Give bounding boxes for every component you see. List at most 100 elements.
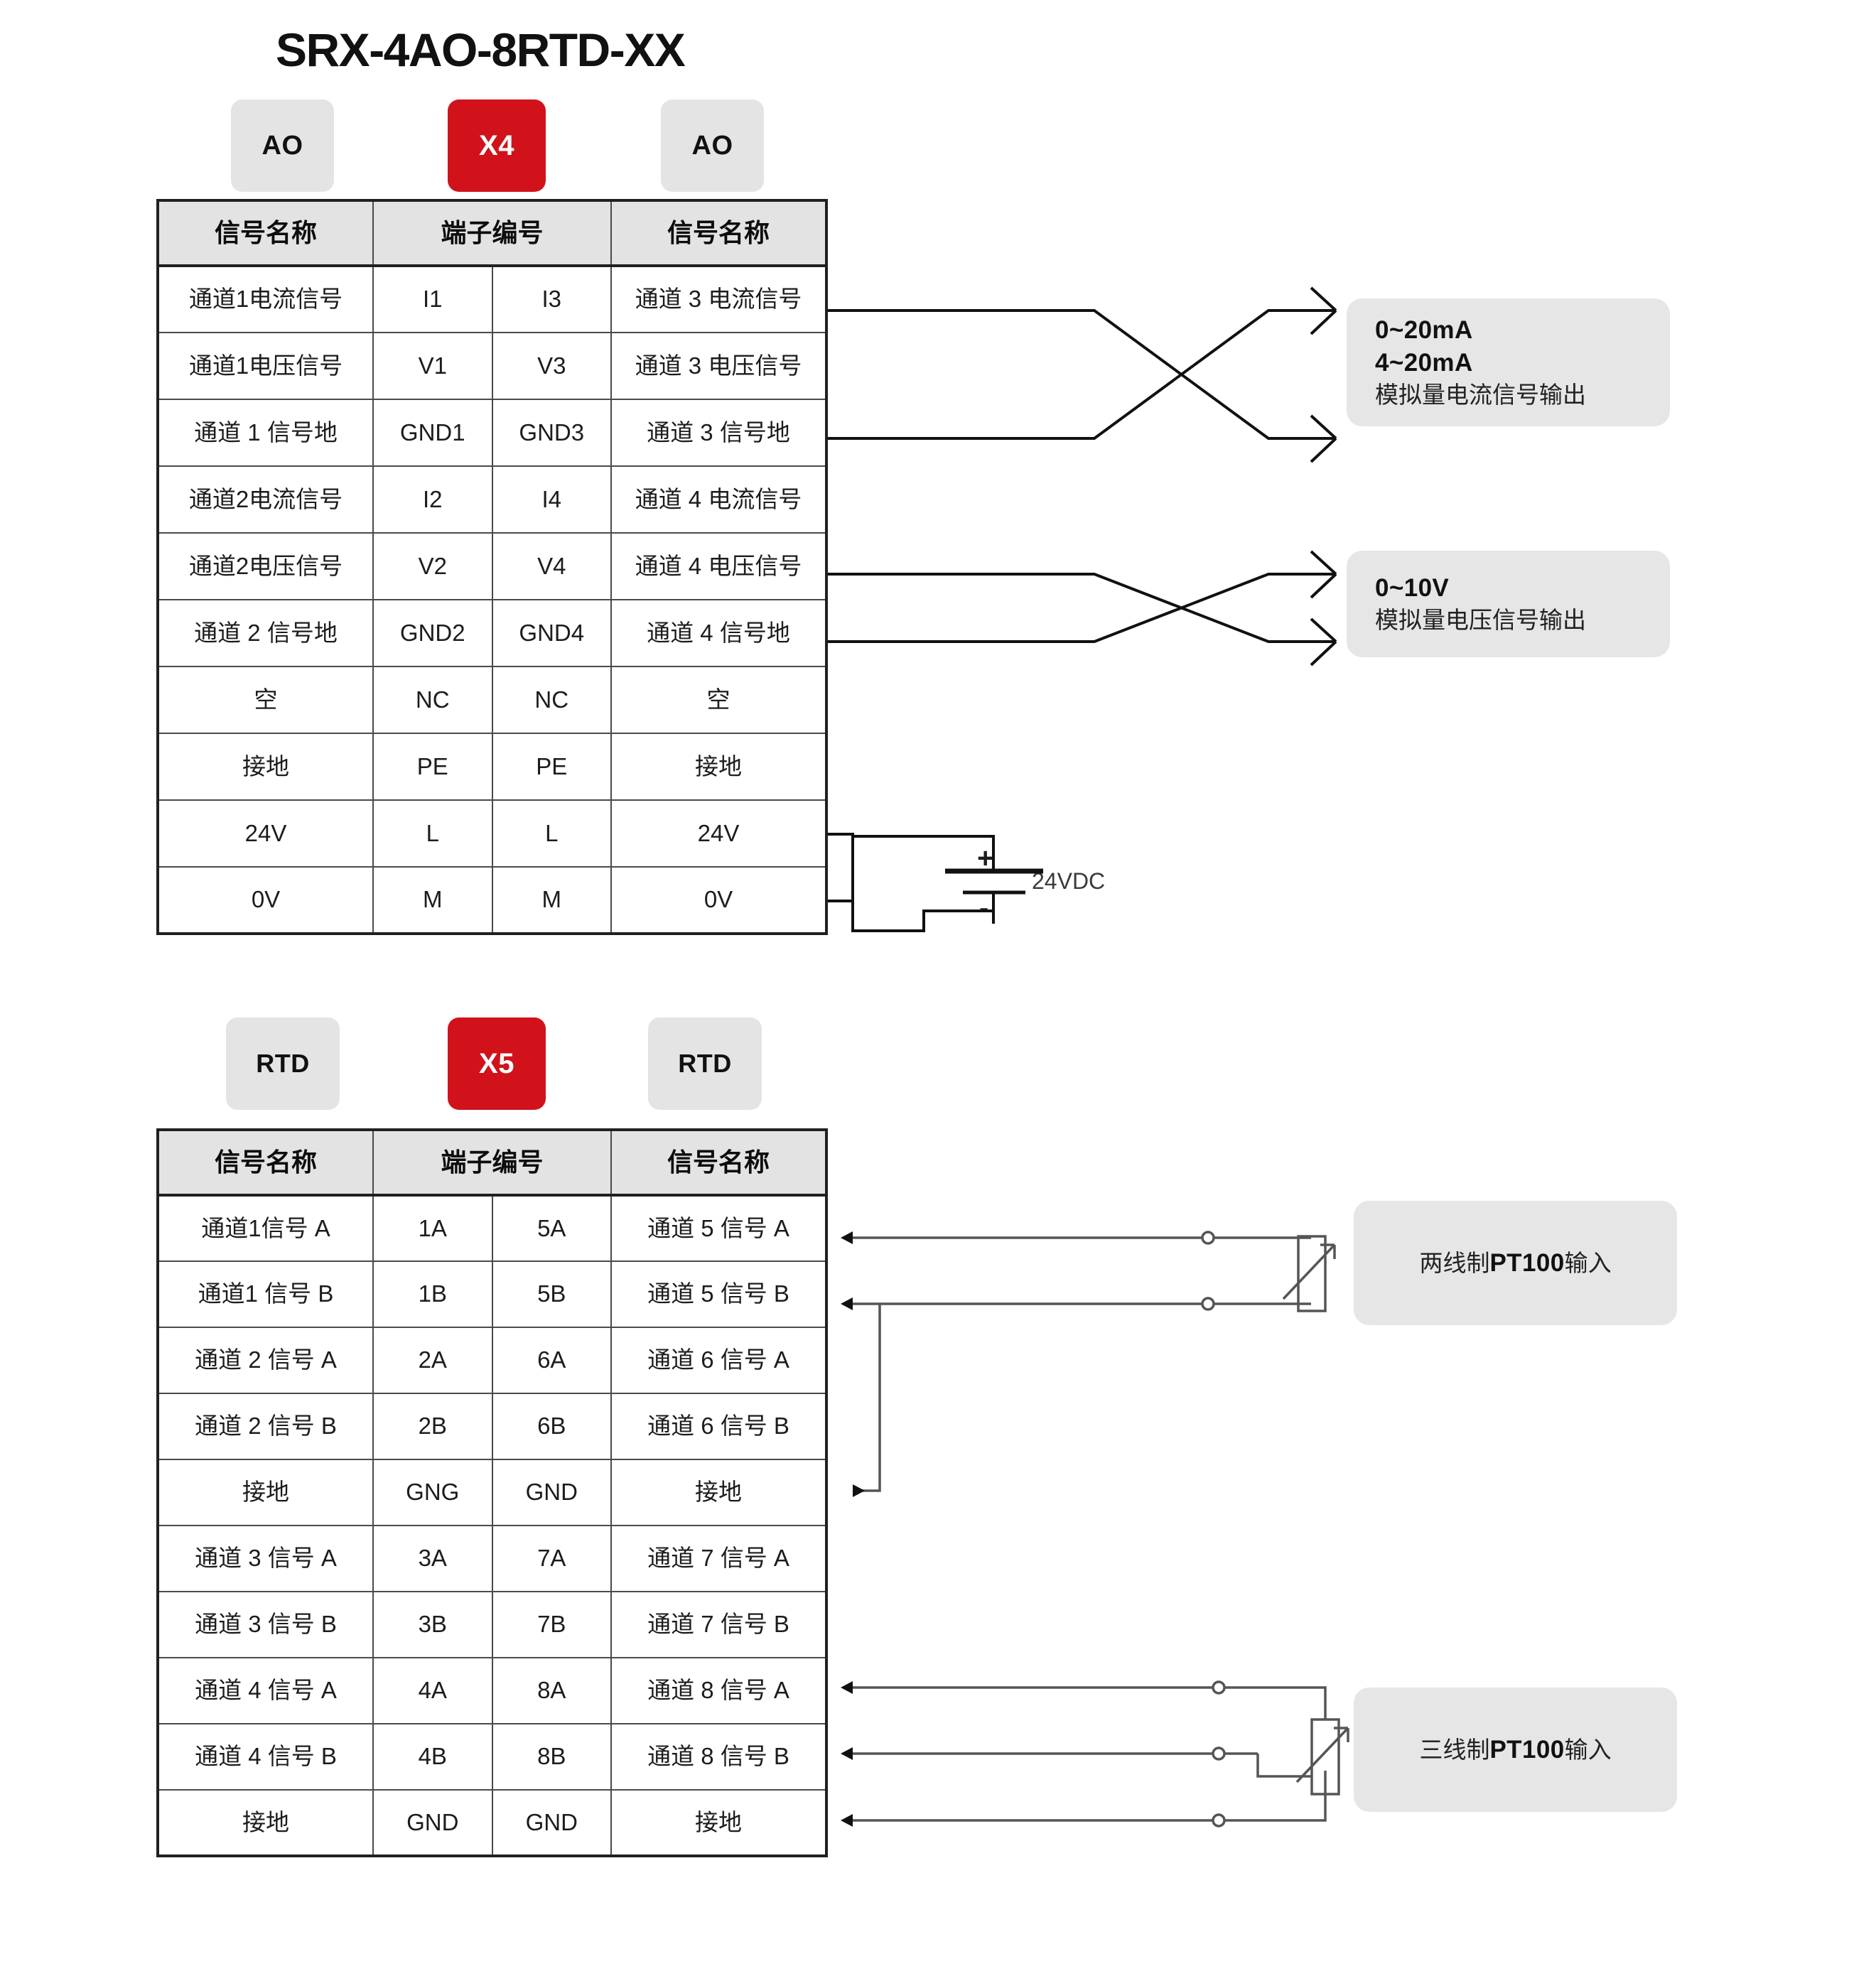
cell-terminal-left: 4A (372, 1657, 493, 1724)
callout-voltage-output: 0~10V 模拟量电压信号输出 (1347, 551, 1670, 657)
callout-current-range-1: 0~20mA (1375, 316, 1473, 345)
cell-terminal-left: V2 (372, 532, 493, 600)
cell-terminal-left: M (372, 866, 493, 934)
cell-signal-right: 通道 8 信号 B (610, 1723, 827, 1791)
badge-rtd-left: RTD (226, 1017, 340, 1110)
callout-voltage-range: 0~10V (1375, 574, 1450, 603)
cell-terminal-left: 3B (372, 1591, 493, 1658)
cell-terminal-right: 8B (491, 1723, 612, 1791)
cell-terminal-right: L (491, 799, 612, 868)
cell-signal-left: 通道2电流信号 (157, 465, 374, 534)
cell-terminal-left: GNG (372, 1459, 493, 1526)
ao-voltage-crossover (828, 550, 1337, 666)
header-terminal-no: 端子编号 (372, 200, 612, 267)
rtd-2wire-wiring (841, 1231, 1336, 1497)
header-signal-left: 信号名称 (157, 1129, 374, 1197)
callout-pt100-3wire: 三线制 PT100 输入 (1354, 1688, 1677, 1812)
table-header-row: 信号名称 端子编号 信号名称 (157, 200, 827, 267)
cell-signal-left: 通道 3 信号 B (157, 1591, 374, 1658)
cell-terminal-right: GND4 (491, 599, 612, 667)
cell-signal-left: 24V (157, 799, 374, 868)
badge-ao-right-label: AO (691, 130, 733, 161)
cell-terminal-left: 2A (372, 1327, 493, 1394)
cell-terminal-right: V3 (491, 332, 612, 400)
cell-terminal-right: GND3 (491, 399, 612, 467)
cell-signal-right: 通道 4 信号地 (610, 599, 827, 667)
cell-terminal-left: PE (372, 733, 493, 801)
cell-signal-left: 空 (157, 666, 374, 734)
callout-3wire-pre: 三线制 (1419, 1737, 1490, 1763)
badge-ao-left-label: AO (262, 130, 303, 161)
cell-signal-right: 通道 3 电压信号 (610, 332, 827, 400)
cell-terminal-left: GND (372, 1789, 493, 1857)
cell-signal-right: 通道 4 电压信号 (610, 532, 827, 600)
cell-signal-right: 通道 4 电流信号 (610, 465, 827, 534)
page-title: SRX-4AO-8RTD-XX (276, 23, 686, 76)
cell-signal-right: 通道 3 电流信号 (610, 265, 827, 333)
cell-signal-left: 接地 (157, 1459, 374, 1526)
callout-2wire-pre: 两线制 (1419, 1250, 1490, 1276)
cell-signal-left: 通道 3 信号 A (157, 1525, 374, 1592)
polarity-minus: - (979, 892, 989, 924)
cell-terminal-left: 1B (372, 1260, 493, 1328)
cell-signal-right: 接地 (610, 1459, 827, 1526)
cell-terminal-left: 4B (372, 1723, 493, 1791)
callout-2wire-type: PT100 (1489, 1249, 1565, 1277)
cell-signal-right: 通道 8 信号 A (610, 1657, 827, 1724)
cell-terminal-left: I1 (372, 265, 493, 333)
cell-signal-left: 通道1电流信号 (157, 265, 374, 333)
cell-signal-right: 空 (610, 666, 827, 734)
cell-terminal-right: V4 (491, 532, 612, 600)
rtd-badge-row: RTD X5 RTD (0, 1017, 1876, 1111)
callout-current-output: 0~20mA 4~20mA 模拟量电流信号输出 (1347, 298, 1670, 426)
callout-pt100-2wire: 两线制 PT100 输入 (1354, 1201, 1677, 1325)
rtd-3wire-wiring (841, 1680, 1349, 1827)
badge-x5-label: X5 (479, 1047, 514, 1079)
power-supply-label: 24VDC (1032, 868, 1106, 894)
cell-terminal-left: GND2 (372, 599, 493, 667)
cell-terminal-left: L (372, 799, 493, 868)
ao-badge-row: AO X4 AO (0, 99, 1876, 193)
cell-signal-right: 通道 3 信号地 (610, 399, 827, 467)
cell-terminal-right: 7A (491, 1525, 612, 1592)
cell-terminal-left: 3A (372, 1525, 493, 1592)
cell-signal-left: 接地 (157, 1789, 374, 1857)
cell-signal-left: 通道 4 信号 B (157, 1723, 374, 1791)
badge-rtd-right: RTD (648, 1017, 762, 1110)
header-signal-right: 信号名称 (610, 200, 827, 267)
cell-terminal-left: 2B (372, 1393, 493, 1460)
header-signal-left: 信号名称 (157, 200, 374, 267)
cell-terminal-right: M (491, 866, 612, 934)
cell-terminal-right: PE (491, 733, 612, 801)
cell-terminal-right: 6A (491, 1327, 612, 1394)
cell-signal-left: 通道 4 信号 A (157, 1657, 374, 1724)
cell-terminal-right: 7B (491, 1591, 612, 1658)
badge-rtd-right-label: RTD (678, 1049, 732, 1078)
cell-terminal-right: 5A (491, 1194, 612, 1262)
cell-terminal-left: 1A (372, 1194, 493, 1262)
cell-terminal-right: I3 (491, 265, 612, 333)
badge-x4-label: X4 (479, 129, 514, 161)
badge-x5: X5 (448, 1017, 546, 1110)
cell-terminal-right: 8A (491, 1657, 612, 1724)
cell-terminal-right: NC (491, 666, 612, 734)
polarity-plus: + (977, 843, 994, 874)
callout-current-desc: 模拟量电流信号输出 (1375, 382, 1586, 409)
cell-signal-right: 通道 7 信号 B (610, 1591, 827, 1658)
cell-signal-right: 通道 7 信号 A (610, 1525, 827, 1592)
